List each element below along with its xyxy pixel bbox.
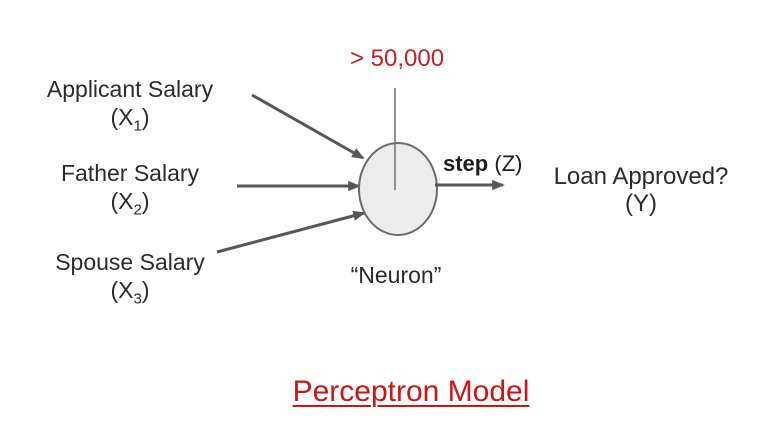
input-arrow-x3 bbox=[216, 210, 366, 254]
slide-title: Perceptron Model bbox=[292, 375, 530, 408]
output-variable-y: (Y) bbox=[625, 190, 657, 217]
neuron-caption: “Neuron” bbox=[350, 262, 442, 288]
neuron-circle bbox=[358, 142, 438, 236]
input-arrow-x1 bbox=[251, 93, 365, 160]
activation-name: step bbox=[443, 151, 489, 176]
input-variable-x2: (X2) bbox=[110, 188, 150, 219]
input-variable-x1: (X1) bbox=[110, 104, 150, 135]
input-label-father-salary: Father Salary (X2) bbox=[25, 160, 235, 219]
input-label-applicant-salary: Applicant Salary (X1) bbox=[25, 76, 235, 135]
activation-label: step (Z) bbox=[443, 151, 522, 177]
threshold-label: > 50,000 bbox=[349, 45, 445, 72]
input-name: Father Salary bbox=[60, 160, 200, 186]
output-question: Loan Approved? bbox=[553, 163, 729, 190]
output-label: Loan Approved? (Y) bbox=[540, 163, 742, 217]
input-variable-x3: (X3) bbox=[110, 277, 150, 308]
input-name: Spouse Salary bbox=[55, 249, 205, 275]
input-label-spouse-salary: Spouse Salary (X3) bbox=[25, 249, 235, 308]
activation-variable: (Z) bbox=[488, 151, 523, 176]
input-name: Applicant Salary bbox=[46, 76, 214, 102]
